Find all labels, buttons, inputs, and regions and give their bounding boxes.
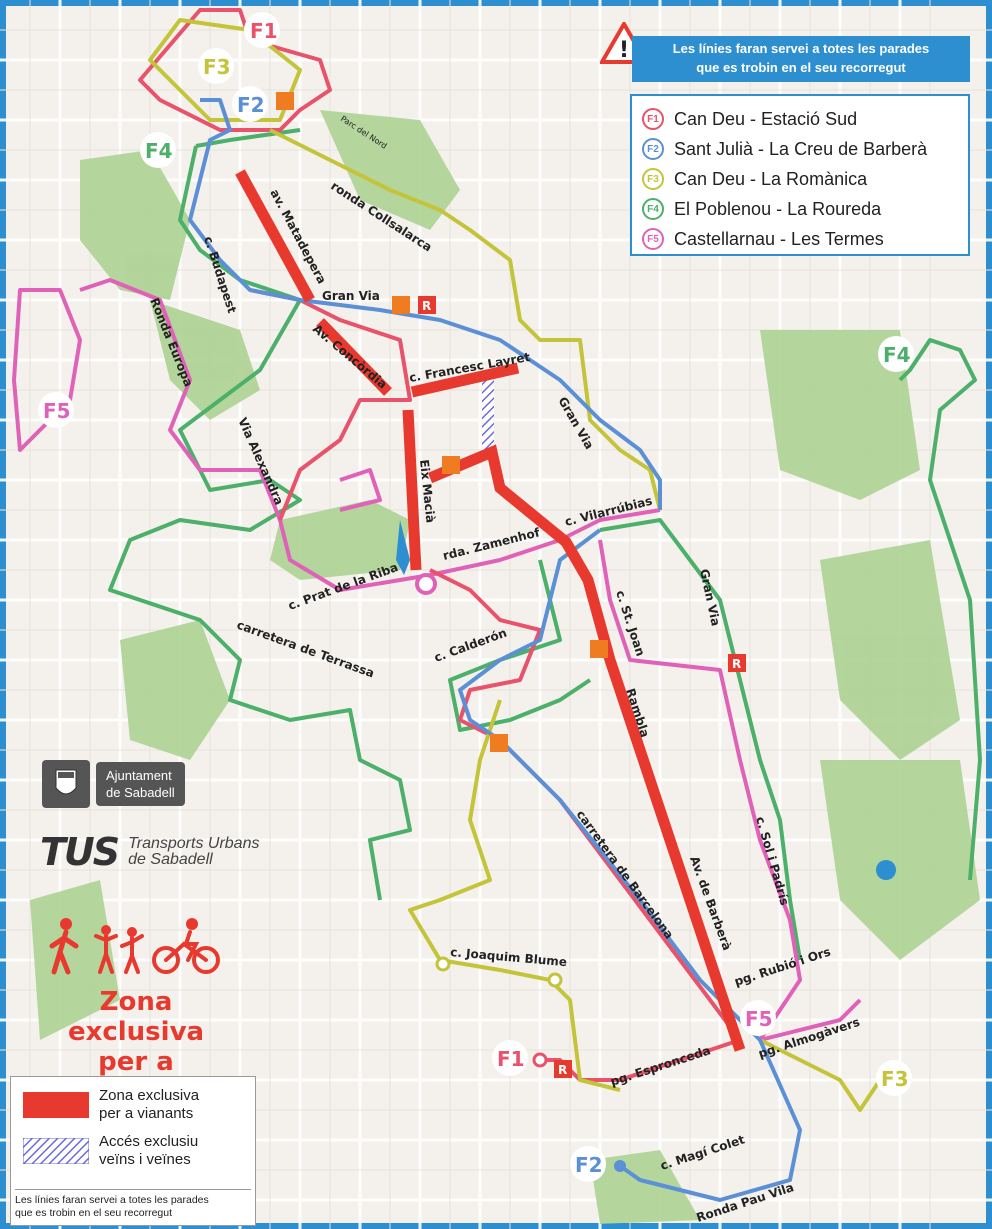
legend-line-f4: F4 El Poblenou - La Roureda [638,194,962,224]
badge-f1-south: F1 [497,1047,525,1071]
renfe-labels: R R R [422,299,741,1077]
lake [396,520,410,575]
badge-f3-south: F3 [881,1067,909,1091]
label-eix-macia: Eix Macià [417,459,438,524]
badge-f1-top: F1 [250,19,278,43]
svg-text:!: ! [619,38,629,63]
tus-subtitle: Transports Urbans de Sabadell [128,835,260,868]
legend-note: Les línies faran servei a totes les para… [15,1189,251,1220]
svg-text:R: R [732,657,741,671]
warning-text-box: Les línies faran servei a totes les para… [632,36,970,82]
tus-wordmark: TUS [40,830,120,874]
badge-f3-top: F3 [203,55,231,79]
line-circle-icon: F2 [642,138,664,160]
line-name: Can Deu - Estació Sud [674,108,858,129]
line-name: El Poblenou - La Roureda [674,198,882,219]
terminus-circle [547,972,563,988]
coat-of-arms-icon [42,760,90,808]
legend-residents-access: Accés exclusiu veïns i veïnes [23,1133,198,1169]
legend-line-f3: F3 Can Deu - La Romànica [638,164,962,194]
terminus-circle [415,573,437,595]
residents-access-swatch [23,1138,89,1164]
line-name: Castellarnau - Les Termes [674,228,884,249]
badge-f5-west: F5 [43,399,71,423]
svg-text:R: R [558,1063,567,1077]
tus-logo: TUS Transports Urbans de Sabadell [40,830,259,874]
pond [876,860,896,880]
line-name: Sant Julià - La Creu de Barberà [674,138,928,159]
route-f3 [148,18,882,1112]
service-warning: ! Les línies faran servei a totes les pa… [600,22,972,84]
badge-f5-south: F5 [745,1007,773,1031]
terminus-circle [435,956,451,972]
terminus-circle [532,1052,548,1068]
station-icons [276,92,746,1078]
legend-line-f5: F5 Castellarnau - Les Termes [638,224,962,254]
zones-legend: Zona exclusiva per a vianants Accés excl… [10,1076,256,1226]
line-circle-icon: F1 [642,108,664,130]
warning-text-line2: que es trobin en el seu recorregut [696,60,906,75]
badge-f2-south: F2 [575,1153,603,1177]
pedestrian-cyclist-icon [49,918,220,975]
terminus-circle [614,1160,626,1172]
line-circle-icon: F4 [642,198,664,220]
badge-f4-top: F4 [145,139,173,163]
lines-legend: F1 Can Deu - Estació Sud F2 Sant Julià -… [630,94,970,256]
route-f2 [188,98,802,1202]
warning-text-line1: Les línies faran servei a totes les para… [672,41,930,56]
badge-f2-top: F2 [237,93,265,117]
residents-access-zone [482,380,494,450]
svg-text:R: R [422,299,431,313]
ajuntament-logo: Ajuntament de Sabadell [42,760,185,808]
line-circle-icon: F3 [642,168,664,190]
line-circle-icon: F5 [642,228,664,250]
label-gran-via-top: Gran Via [322,289,380,303]
parks [30,110,980,1224]
legend-line-f1: F1 Can Deu - Estació Sud [638,104,962,134]
pedestrian-zones [235,169,746,1052]
legend-line-f2: F2 Sant Julià - La Creu de Barberà [638,134,962,164]
legend-pedestrian-zone: Zona exclusiva per a vianants [23,1087,199,1123]
ajuntament-name: Ajuntament de Sabadell [96,762,185,806]
badge-f4-east: F4 [883,343,911,367]
line-name: Can Deu - La Romànica [674,168,868,189]
pedestrian-zone-swatch [23,1092,89,1118]
map-line-badges: F1 F3 F2 F4 F4 F5 F5 F1 F2 F3 [38,12,914,1182]
